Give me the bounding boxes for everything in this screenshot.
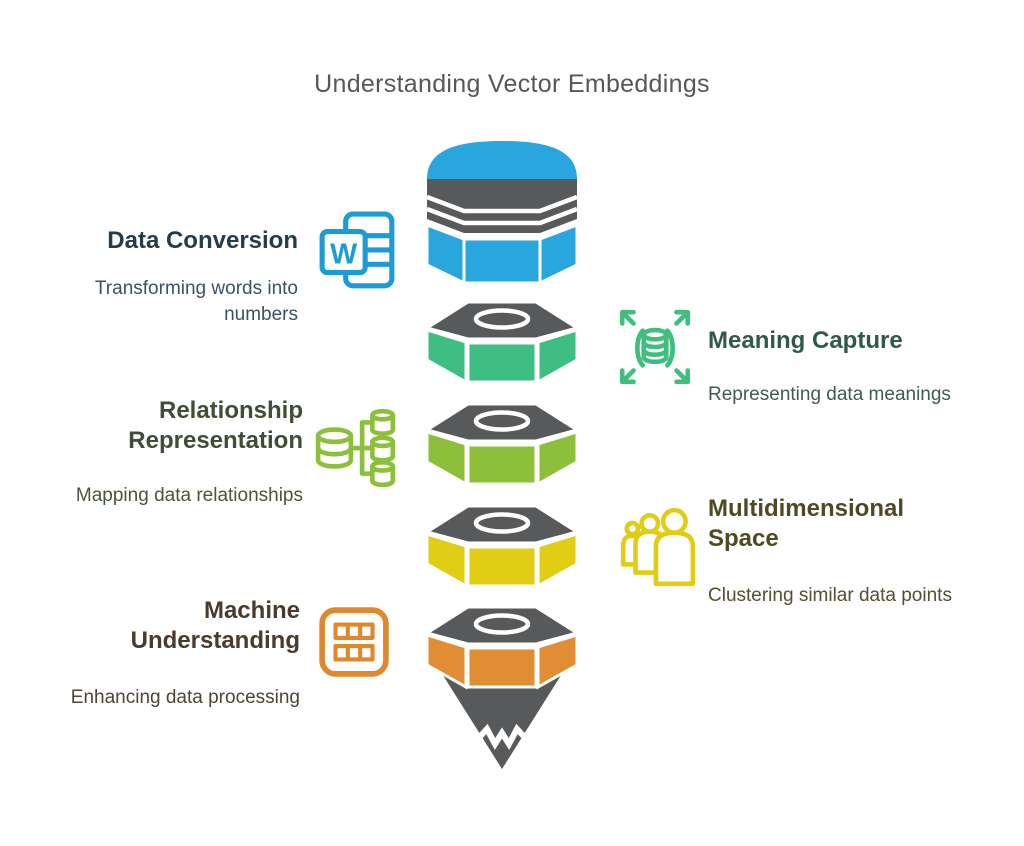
people-group-icon	[620, 507, 696, 587]
feature-subtitle: Transforming words into numbers	[94, 278, 298, 325]
word-letter: W	[330, 238, 358, 270]
feature-subtitle: Enhancing data processing	[70, 686, 300, 708]
feature-subtitle: Mapping data relationships	[75, 484, 303, 506]
word-document-icon: W	[319, 211, 395, 289]
pencil-segment-green	[424, 300, 580, 385]
feature-title: Meaning Capture	[708, 327, 903, 354]
feature-subtitle: Clustering similar data points	[708, 584, 952, 606]
pencil-segment-yellow	[424, 504, 580, 589]
database-hierarchy-icon	[315, 408, 396, 488]
page-title: Understanding Vector Embeddings	[314, 70, 710, 98]
table-grid-icon	[319, 607, 389, 677]
feature-subtitle: Representing data meanings	[708, 384, 951, 406]
pencil-segment-orange-tip	[424, 605, 580, 769]
feature-title: Data Conversion	[107, 227, 298, 254]
pencil-eraser-cap	[425, 141, 579, 286]
feature-title: Relationship Representation	[128, 397, 303, 455]
feature-meaning-capture: Meaning Capture Representing data meanin…	[708, 326, 1008, 408]
feature-title: Machine Understanding	[130, 597, 300, 655]
feature-machine-understanding: Machine Understanding Enhancing data pro…	[48, 596, 300, 710]
database-expand-icon	[619, 309, 691, 385]
feature-title: Multidimensional Space	[708, 495, 905, 553]
feature-relationship-representation: Relationship Representation Mapping data…	[51, 396, 303, 508]
pencil-segment-lime	[424, 402, 580, 487]
feature-data-conversion: Data Conversion Transforming words into …	[46, 226, 298, 327]
feature-multidimensional-space: Multidimensional Space Clustering simila…	[708, 494, 1008, 608]
